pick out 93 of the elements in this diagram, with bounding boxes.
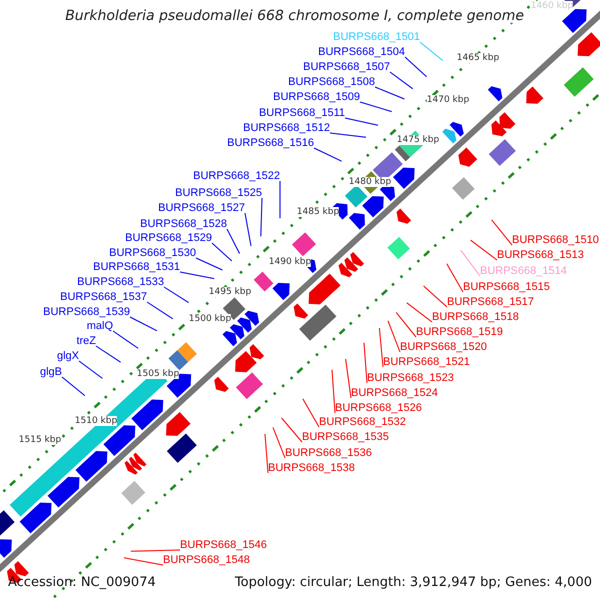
scale-label: 1480 kbp: [348, 177, 392, 187]
scale-label: 1510 kbp: [74, 416, 118, 426]
leader-line: [180, 272, 215, 280]
gene-label: BURPS668_1513: [497, 249, 584, 262]
leader-line: [420, 42, 444, 62]
gene-label: BURPS668_1511: [258, 107, 345, 120]
title: Burkholderia pseudomallei 668 chromosome I, complete genome: [65, 10, 524, 23]
leader-line: [164, 286, 190, 304]
gene-label: BURPS668_1525: [175, 187, 262, 200]
leader-line: [390, 72, 414, 90]
leader-line: [212, 242, 232, 262]
gene-label: BURPS668_1531: [93, 261, 180, 274]
leader-line: [388, 320, 400, 352]
leader-line: [396, 312, 416, 338]
scale-label: 1470 kbp: [426, 95, 470, 105]
leader-line: [146, 302, 174, 320]
leader-line: [374, 86, 405, 100]
leader-line: [302, 398, 320, 428]
leader-line: [96, 346, 122, 363]
gene-label: treZ: [76, 335, 96, 348]
leader-line: [196, 258, 223, 270]
gene-label: BURPS668_1520: [400, 341, 487, 354]
gene-label: BURPS668_1537: [60, 291, 147, 304]
leader-line: [460, 250, 480, 276]
gene-label: BURPS668_1530: [109, 247, 196, 260]
leader-line: [112, 330, 139, 349]
leader-line: [423, 286, 448, 308]
leader-line: [62, 376, 86, 396]
gene-label: BURPS668_1546: [180, 539, 267, 552]
leader-line: [360, 102, 392, 112]
gene-label: BURPS668_1528: [140, 218, 227, 231]
footer-text: Accession: NC_009074: [8, 576, 156, 589]
leader-line: [470, 240, 498, 260]
gene-label: BURPS668_1507: [303, 61, 390, 74]
leader-line: [264, 434, 268, 474]
leader-line: [124, 557, 164, 566]
gene-label: BURPS668_1523: [367, 372, 454, 385]
leader-line: [344, 118, 378, 126]
gene-label: BURPS668_1526: [335, 402, 422, 415]
leader-line: [314, 148, 342, 162]
gene-label: glgB: [40, 366, 62, 379]
gene-label: BURPS668_1539: [43, 306, 130, 319]
gene-label: BURPS668_1529: [125, 232, 212, 245]
leader-line: [260, 198, 262, 237]
gene-label: BURPS668_1501: [333, 31, 420, 44]
footer-text: Topology: circular; Length: 3,912,947 bp; Genes: 4,000: [234, 576, 592, 589]
leader-line: [404, 56, 428, 78]
leader-line: [244, 212, 252, 246]
scale-label: 1485 kbp: [296, 207, 340, 217]
gene-label: BURPS668_1535: [302, 431, 389, 444]
leader-line: [130, 316, 158, 332]
scale-label: 1475 kbp: [396, 135, 440, 145]
gene-label: BURPS668_1536: [285, 447, 372, 460]
gene-label: BURPS668_1519: [416, 326, 503, 339]
gene-label: BURPS668_1521: [383, 356, 470, 369]
gene-label: glgX: [56, 350, 79, 363]
leader-line: [330, 132, 366, 138]
gene-label: BURPS668_1517: [447, 296, 534, 309]
gene-label: BURPS668_1522: [193, 170, 280, 183]
gene-label: BURPS668_1516: [227, 137, 314, 150]
gene-label: malQ: [86, 320, 113, 333]
scale-label: 1505 kbp: [136, 369, 180, 379]
gene-label: BURPS668_1508: [288, 76, 375, 89]
leader-line: [378, 328, 384, 368]
gene-label: BURPS668_1533: [77, 276, 164, 289]
leader-line: [272, 426, 286, 458]
leader-line: [130, 550, 180, 552]
scale-label: 1490 kbp: [268, 257, 312, 267]
gene-label: BURPS668_1527: [158, 202, 245, 215]
leader-line: [345, 358, 352, 398]
gene-label: BURPS668_1509: [273, 91, 360, 104]
gene-label: BURPS668_1504: [318, 46, 405, 59]
scale-label: 1500 kbp: [188, 314, 232, 324]
gene-label: BURPS668_1512: [243, 122, 330, 135]
leader-line: [364, 342, 368, 384]
leader-line: [226, 228, 240, 254]
gene-label: BURPS668_1518: [432, 311, 519, 324]
gene-label: BURPS668_1548: [163, 554, 250, 567]
gene-label: BURPS668_1510: [512, 234, 599, 247]
gene-label: BURPS668_1515: [463, 281, 550, 294]
leader-line: [332, 369, 336, 414]
leader-line: [446, 263, 464, 292]
leader-line: [78, 360, 103, 379]
gene-label: BURPS668_1524: [351, 387, 438, 400]
gene-label: BURPS668_1514: [480, 265, 567, 278]
gene-label: BURPS668_1538: [268, 462, 355, 475]
scale-label: 1515 kbp: [18, 435, 62, 445]
leader-line: [281, 418, 302, 442]
gene-label: BURPS668_1532: [319, 416, 406, 429]
scale-label: 1465 kbp: [456, 53, 500, 63]
scale-label: 1495 kbp: [208, 287, 252, 297]
leader-line: [406, 302, 432, 322]
leader-line: [491, 219, 512, 246]
